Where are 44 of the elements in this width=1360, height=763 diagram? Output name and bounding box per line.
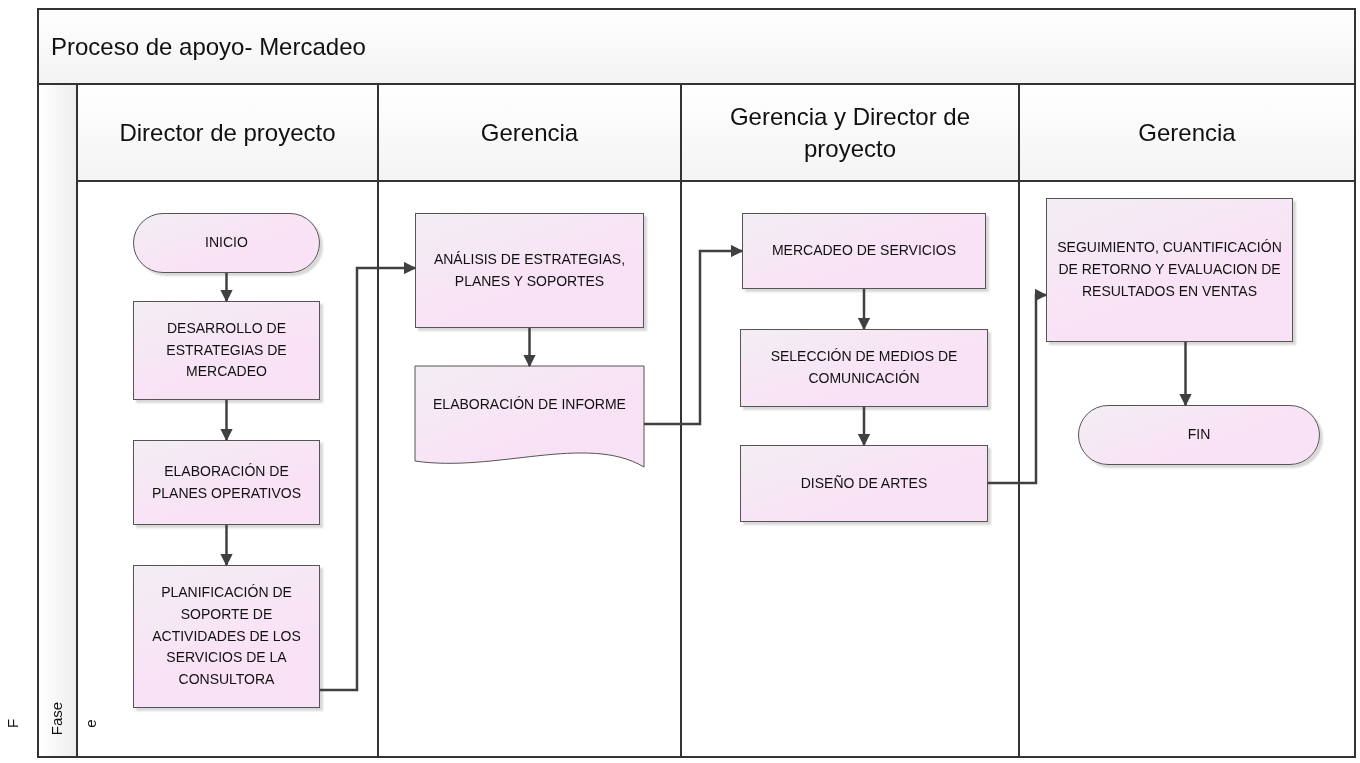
terminal-shape <box>133 213 320 273</box>
process-box <box>740 445 988 522</box>
process-box <box>133 301 320 400</box>
step-label: DISEÑO DE ARTES <box>800 473 928 493</box>
arrow <box>644 244 744 426</box>
process-box <box>133 565 320 708</box>
terminal-shape <box>1078 405 1320 465</box>
process-box <box>742 213 986 289</box>
swimlane <box>377 85 680 756</box>
step-label: ELABORACIÓN DE INFORME <box>433 394 626 414</box>
arrow <box>857 289 871 331</box>
arrow <box>320 261 417 692</box>
step-label: MERCADEO DE SERVICIOS <box>771 241 957 261</box>
arrow <box>220 525 233 567</box>
arrow <box>220 400 233 442</box>
step-label: FIN <box>1187 425 1211 445</box>
lane-title: Gerencia <box>480 117 579 148</box>
pool-frame <box>37 8 1356 758</box>
process-box <box>740 329 988 407</box>
step-label: ANÁLISIS DE ESTRATEGIAS, PLANES Y SOPORTES <box>432 249 627 291</box>
arrow <box>857 407 871 447</box>
arrow <box>1179 342 1192 407</box>
step-label: DESARROLLO DE ESTRATEGIAS DE MERCADEO <box>165 318 288 382</box>
lane-title: Gerencia y Director de proyecto <box>728 102 972 164</box>
process-box <box>1046 198 1293 342</box>
swimlane <box>76 85 377 756</box>
step-label: SEGUIMIENTO, CUANTIFICACIÓN DE RETORNO Y EVALUACION DE RESULTADOS EN VENTAS <box>1056 238 1283 301</box>
process-box <box>133 440 320 525</box>
swimlane <box>680 85 1018 756</box>
arrow <box>220 273 233 303</box>
step-label: PLANIFICACIÓN DE SOPORTE DE ACTIVIDADES DE LOS SERVICIOS DE LA CONSULTORA <box>151 583 302 690</box>
arrow <box>988 288 1048 485</box>
pool-title: Proceso de apoyo- Mercadeo <box>51 32 366 61</box>
phase-label: F <box>4 718 22 729</box>
step-label: ELABORACIÓN DE PLANES OPERATIVOS <box>150 461 303 503</box>
phase-label: e <box>81 719 99 728</box>
step-label: SELECCIÓN DE MEDIOS DE COMUNICACIÓN <box>769 347 959 388</box>
lane-title: Gerencia <box>1138 117 1236 148</box>
step-label: INICIO <box>205 233 248 253</box>
phase-label: Fase <box>48 701 66 736</box>
arrow <box>523 328 536 368</box>
swimlane <box>1018 85 1354 756</box>
process-box <box>415 213 644 328</box>
lane-title: Director de proyecto <box>119 117 336 148</box>
